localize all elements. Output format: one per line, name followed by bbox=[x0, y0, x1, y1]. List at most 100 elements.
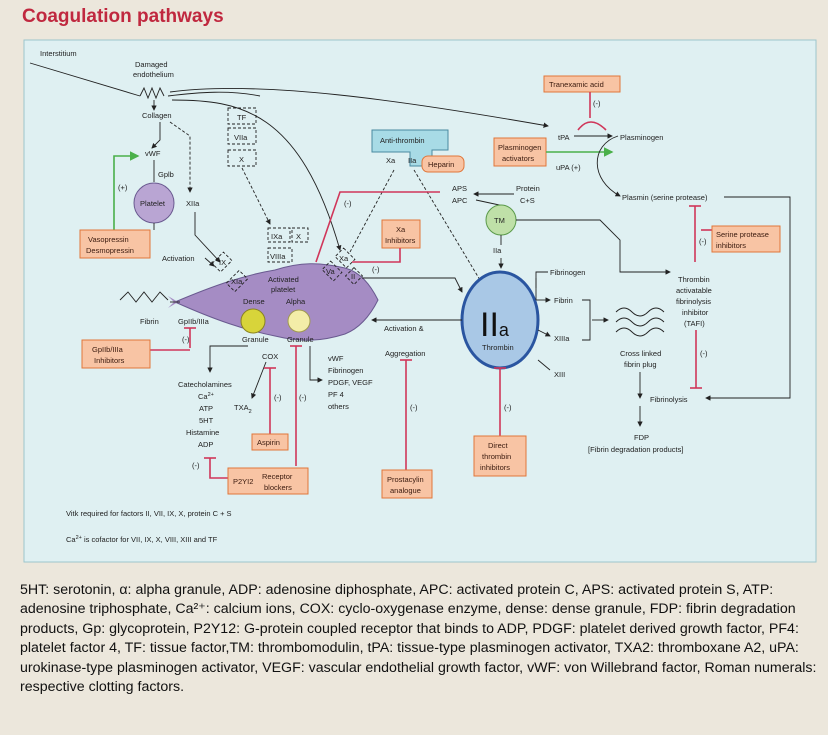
damaged-label: Damaged bbox=[135, 60, 168, 69]
collagen-to-vwf-arrow bbox=[151, 122, 161, 149]
analogue-label: analogue bbox=[390, 486, 421, 495]
inhibitors-direct-label: inhibitors bbox=[480, 463, 510, 472]
cs-label: C+S bbox=[520, 196, 535, 205]
to-xiii-link bbox=[537, 359, 551, 371]
fibrinogen-l-label: Fibrinogen bbox=[328, 366, 363, 375]
ca-cofactor-note: Ca2+ is cofactor for VII, IX, X, VIII, X… bbox=[66, 535, 218, 544]
receptor-label: Receptor bbox=[262, 472, 293, 481]
catecholamines-label: Catecholamines bbox=[178, 380, 232, 389]
neg-aspirin: (-) bbox=[274, 393, 282, 402]
thrombin-box-label: thrombin bbox=[482, 452, 511, 461]
adp-label: ADP bbox=[198, 440, 213, 449]
activation-label: Activation bbox=[162, 254, 195, 263]
gpiib-label: GpIIb/IIIa bbox=[178, 317, 210, 326]
vasopressin-activation-arrow bbox=[113, 151, 140, 230]
tranexamic-bar bbox=[577, 121, 607, 131]
endothelium-label: endothelium bbox=[133, 70, 174, 79]
x-box bbox=[227, 149, 257, 167]
xa-inhibit-dashed bbox=[349, 169, 395, 253]
serine-inhibitors-box bbox=[711, 225, 781, 253]
adp-inhibition-line bbox=[209, 458, 228, 479]
desmopressin-label: Desmopressin bbox=[86, 246, 134, 255]
plus-label: (+) bbox=[118, 183, 128, 192]
tf-to-ixa-arrow bbox=[241, 167, 271, 225]
tafi5-label: (TAFI) bbox=[684, 319, 705, 328]
serine2-label: inhibitors bbox=[716, 241, 746, 250]
tafi2-label: activatable bbox=[676, 286, 712, 295]
neg-tranexamic: (-) bbox=[593, 99, 601, 108]
fibrin-bracket bbox=[582, 299, 591, 341]
viiia-label: VIIIa bbox=[270, 252, 286, 261]
prostacyclin-label: Prostacylin bbox=[387, 475, 424, 484]
protein-label: Protein bbox=[516, 184, 540, 193]
plasm-act-label: Plasminogen bbox=[498, 143, 541, 152]
plasmin-label: Plasmin (serine protease) bbox=[622, 193, 708, 202]
fdp-label: FDP bbox=[634, 433, 649, 442]
others-label: others bbox=[328, 402, 349, 411]
fibrinolysis-label: Fibrinolysis bbox=[650, 395, 688, 404]
ii-to-thrombin-arrow bbox=[362, 277, 463, 293]
tf-label: TF bbox=[237, 113, 247, 122]
p2y12-label: P2YI2 bbox=[233, 477, 253, 486]
dense-label: Dense bbox=[243, 297, 265, 306]
vasopressin-box bbox=[79, 229, 151, 259]
xiia-label: XIIa bbox=[186, 199, 200, 208]
ixa-box bbox=[267, 227, 291, 243]
xa-label: Xa bbox=[339, 254, 349, 263]
ix-box bbox=[211, 251, 233, 273]
interstitium-label: Interstitium bbox=[40, 49, 77, 58]
xiia-to-ix-arrow bbox=[194, 212, 221, 263]
cross-linked-label: Cross linked bbox=[620, 349, 661, 358]
fibrin-label: Fibrin bbox=[554, 296, 573, 305]
xa-inhibitors-box bbox=[381, 219, 421, 249]
vasopressin-label: Vasopressin bbox=[88, 235, 129, 244]
heparin-box bbox=[421, 155, 465, 173]
activation-amp-label: Activation & bbox=[384, 324, 424, 333]
plasminogen-label: Plasminogen bbox=[620, 133, 663, 142]
platelet2-label: platelet bbox=[271, 285, 296, 294]
iia-big-label: IIa bbox=[480, 306, 510, 344]
figure-caption: 5HT: serotonin, α: alpha granule, ADP: a… bbox=[20, 582, 817, 696]
xa-top-label: Xa bbox=[386, 156, 396, 165]
cox-label: COX bbox=[262, 352, 278, 361]
apc-label: APC bbox=[452, 196, 468, 205]
5ht-label: 5HT bbox=[199, 416, 214, 425]
activators-label: activators bbox=[502, 154, 534, 163]
ii-label: II bbox=[351, 272, 355, 281]
crosslinked-fibrin-icon bbox=[615, 307, 665, 337]
alpha-label: Alpha bbox=[286, 297, 306, 306]
gpiib-inhibitors-box bbox=[81, 339, 151, 369]
x2-label: X bbox=[296, 232, 301, 241]
viia-box bbox=[227, 127, 257, 145]
neg-adp: (-) bbox=[192, 461, 200, 470]
xiii-label: XIII bbox=[554, 370, 565, 379]
fdp-full-label: [Fibrin degradation products] bbox=[588, 445, 683, 454]
endothelium-line bbox=[167, 91, 261, 97]
endothelium-to-tpa-arrow bbox=[169, 87, 549, 128]
histamine-label: Histamine bbox=[186, 428, 219, 437]
direct-label: Direct bbox=[488, 441, 509, 450]
iia-top-label: IIa bbox=[408, 156, 417, 165]
coagulation-diagram: Interstitium Damaged endothelium Collage… bbox=[23, 39, 817, 563]
antithrombin-label: Anti-thrombin bbox=[380, 136, 425, 145]
tf-box bbox=[227, 107, 257, 125]
fibrin-strand-icon bbox=[119, 291, 169, 303]
alpha-release-arrow bbox=[309, 346, 323, 383]
plasminogen-to-plasmin-arrow bbox=[596, 135, 621, 197]
tpa-label: tPA bbox=[558, 133, 570, 142]
atp-label: ATP bbox=[199, 404, 213, 413]
xa-inh-label: Xa bbox=[396, 225, 406, 234]
prostacyclin-box bbox=[381, 469, 433, 499]
aspirin-box bbox=[251, 433, 289, 451]
receptor-blockers-box bbox=[227, 467, 309, 495]
fibrinogen-label: Fibrinogen bbox=[550, 268, 585, 277]
cox-to-txa-arrow bbox=[251, 361, 267, 399]
aspirin-label: Aspirin bbox=[257, 438, 280, 447]
x-label: X bbox=[239, 155, 244, 164]
tm-to-tafi-arrow bbox=[516, 219, 671, 275]
ca-label: Ca2+ bbox=[198, 392, 214, 401]
x2-box bbox=[291, 227, 309, 243]
aggregation-label: Aggregation bbox=[385, 349, 425, 358]
collagen-to-xiia-arrow bbox=[169, 121, 193, 193]
fibrin-plug-label: fibrin plug bbox=[624, 360, 657, 369]
